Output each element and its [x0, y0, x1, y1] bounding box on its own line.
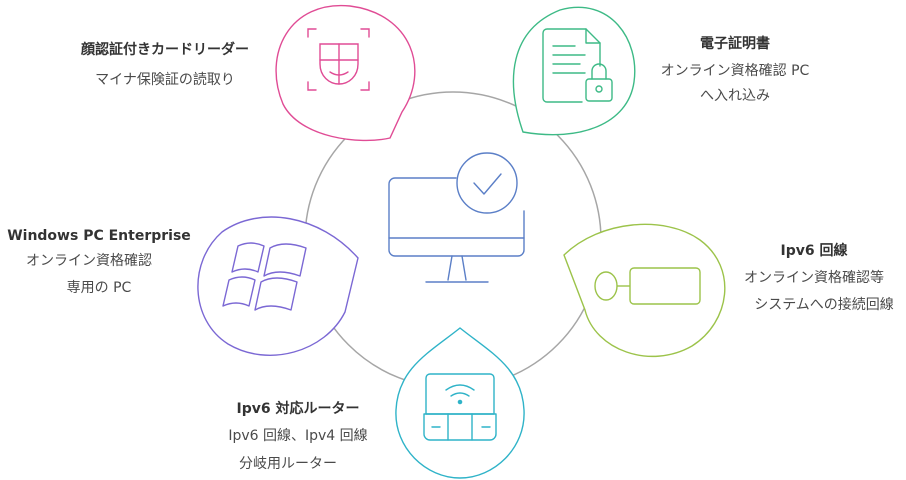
router-desc-1: Ipv6 回線、Ipv4 回線 [228, 428, 368, 444]
certificate-node [512, 6, 636, 136]
router-label: Ipv6 対応ルーター Ipv6 回線、Ipv4 回線 分岐用ルーター [200, 398, 396, 476]
router-desc-2: 分岐用ルーター [239, 456, 337, 472]
windows-pc-node [197, 216, 359, 356]
wifi-router-icon [423, 373, 497, 441]
ipv6-line-title: Ipv6 回線 [780, 243, 848, 259]
certificate-desc-2: へ入れ込み [700, 88, 770, 104]
windows-pc-label: Windows PC Enterprise オンライン資格確認 専用の PC [0, 226, 198, 300]
certificate-title: 電子証明書 [700, 36, 770, 52]
face-reader-title: 顔認証付きカードリーダー [81, 42, 249, 58]
monitor-check-icon [388, 152, 525, 283]
certificate-balloon [512, 6, 636, 136]
face-reader-node [275, 4, 416, 142]
ipv6-line-balloon [563, 223, 726, 358]
ipv6-line-label: Ipv6 回線 オンライン資格確認等 システムへの接続回線 [722, 240, 906, 316]
document-lock-icon [542, 28, 613, 103]
ipv6-line-desc-2: システムへの接続回線 [754, 297, 894, 313]
windows-logo-icon [222, 242, 307, 311]
key-icon [594, 267, 701, 305]
windows-pc-balloon [197, 216, 359, 356]
router-node [395, 327, 525, 479]
certificate-label: 電子証明書 オンライン資格確認 PC へ入れ込み [640, 32, 830, 106]
router-title: Ipv6 対応ルーター [236, 401, 360, 417]
certificate-desc-1: オンライン資格確認 PC [660, 63, 810, 79]
face-scan-icon [307, 28, 370, 91]
windows-pc-desc-2: 専用の PC [66, 280, 132, 296]
face-reader-label: 顔認証付きカードリーダー マイナ保険証の読取り [60, 38, 270, 98]
windows-pc-title: Windows PC Enterprise [7, 228, 191, 244]
face-reader-desc-1: マイナ保険証の読取り [95, 72, 235, 88]
windows-pc-desc-1: オンライン資格確認 [26, 253, 152, 269]
ipv6-line-desc-1: オンライン資格確認等 [744, 270, 884, 286]
ipv6-line-node [563, 223, 726, 358]
